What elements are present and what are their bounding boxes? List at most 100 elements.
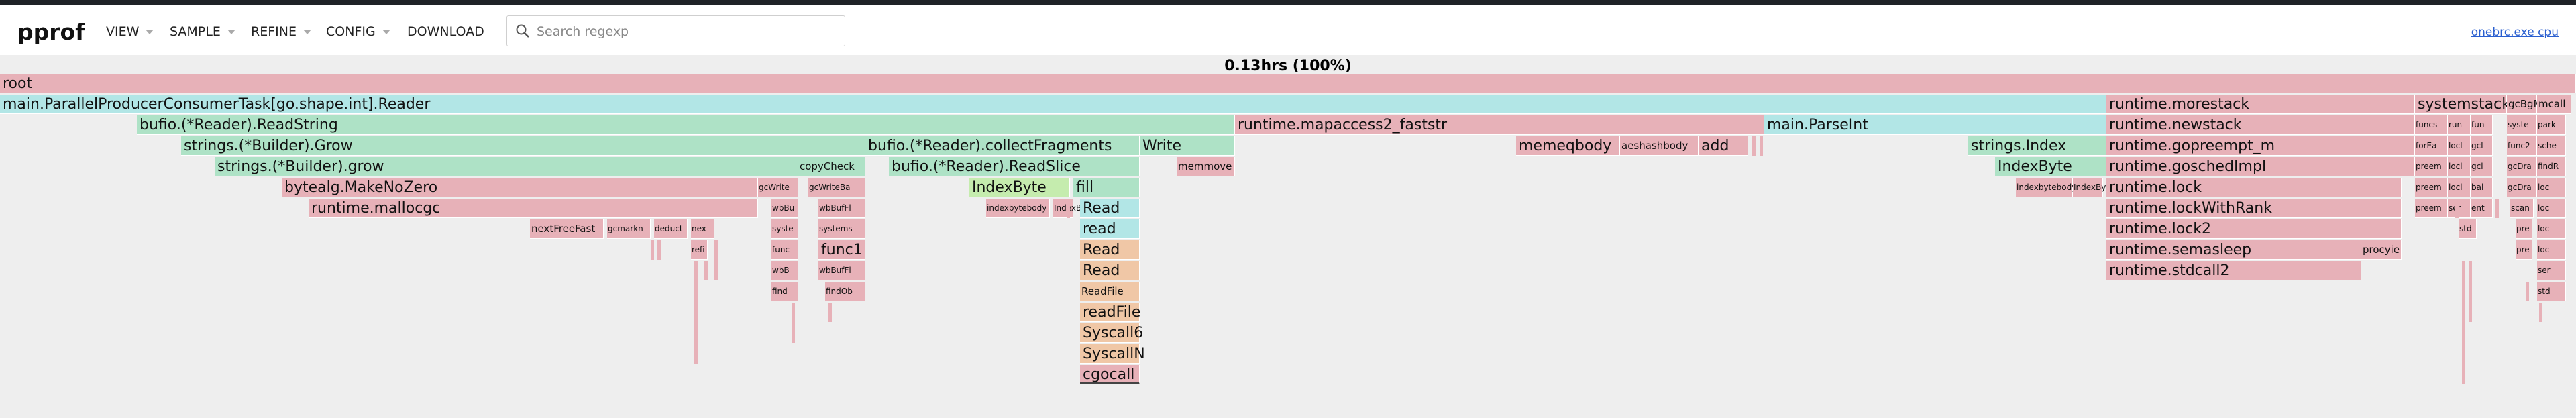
flame-frame[interactable]: ser [2448,199,2471,218]
flame-frame[interactable]: preem [2415,199,2448,218]
flame-frame[interactable]: pre [2516,219,2532,239]
menu-refine[interactable]: REFINE [251,24,311,39]
flame-frame[interactable]: fill [1073,178,1140,197]
flame-frame[interactable]: bal [2471,178,2493,197]
flame-frame[interactable]: indexbytebody [2016,178,2076,197]
flame-frame[interactable]: IndexB [1053,199,1081,218]
flame-frame[interactable]: locl [2448,136,2471,156]
flame-frame[interactable]: funcs [2415,115,2448,135]
search-box[interactable] [506,15,845,46]
flame-frame[interactable]: scan [2510,199,2534,218]
flame-frame[interactable]: gcl [2471,157,2493,176]
flame-frame[interactable]: ReadFile [1080,282,1140,301]
flame-frame[interactable]: std [2459,219,2477,239]
flame-frame[interactable]: bufio.(*Reader).ReadSlice [889,157,1140,176]
flame-frame[interactable]: deduct [654,219,688,239]
flame-frame[interactable]: strings.(*Builder).grow [215,157,798,176]
flame-frame[interactable]: cgocall [1080,365,1140,384]
flame-frame[interactable]: runtime.goschedImpl [2106,157,2415,176]
flame-frame[interactable]: locl [2448,178,2471,197]
flame-frame[interactable]: runtime.morestack [2106,95,2415,114]
flame-frame[interactable]: wbB [771,261,798,280]
flame-frame[interactable]: gcWrite [758,178,798,197]
flame-frame[interactable]: runtime.mapaccess2_faststr [1235,115,1764,135]
flame-frame[interactable]: add [1699,136,1748,156]
flame-frame[interactable]: ser [2537,261,2566,280]
flame-frame[interactable]: copyCheck [798,157,865,176]
flame-frame[interactable]: IndexByte [1995,157,2106,176]
flame-frame[interactable]: syste [2507,115,2537,135]
flame-frame-sliver[interactable] [828,303,832,322]
menu-view[interactable]: VIEW [106,24,154,39]
flame-frame[interactable]: pre [2516,240,2532,260]
flame-frame[interactable]: preem [2415,178,2448,197]
flame-frame[interactable]: refi [691,240,708,260]
flame-frame[interactable]: root [0,74,2576,93]
flame-frame[interactable]: memmove [1177,157,1235,176]
flame-frame-sliver[interactable] [2455,199,2459,218]
flame-frame[interactable]: fun [2471,115,2493,135]
flame-frame[interactable]: readFile [1080,303,1140,322]
flame-frame[interactable]: Write [1140,136,1235,156]
flame-frame[interactable]: loc [2537,199,2566,218]
flame-frame[interactable]: read [1080,219,1140,239]
flame-frame[interactable]: indexbytebody [986,199,1050,218]
flame-frame-sliver[interactable] [2469,261,2472,322]
flame-frame[interactable]: IndexBy [2073,178,2106,197]
flame-frame[interactable]: runtime.semasleep [2106,240,2361,260]
flame-frame[interactable]: func2 [2507,136,2537,156]
flame-frame[interactable]: Syscall6 [1080,323,1143,343]
flame-frame[interactable]: sche [2537,136,2566,156]
flame-frame[interactable]: nex [691,219,714,239]
flame-frame[interactable]: find [771,282,798,301]
flame-frame[interactable]: run [2448,115,2471,135]
flame-frame[interactable]: runtime.lock2 [2106,219,2402,239]
flame-frame[interactable]: SyscallN [1080,344,1145,364]
flame-frame[interactable]: Read [1080,240,1140,260]
flame-frame[interactable]: findR [2537,157,2566,176]
flame-frame-sliver[interactable] [714,240,718,280]
flame-frame[interactable]: aeshashbody [1620,136,1699,156]
flame-frame[interactable]: loc [2537,240,2566,260]
flame-frame[interactable]: IndexByte [969,178,1070,197]
flame-frame[interactable]: mcall [2537,95,2571,114]
flame-frame-sliver[interactable] [1067,199,1070,218]
flame-frame[interactable]: strings.Index [1968,136,2106,156]
flame-frame[interactable]: bufio.(*Reader).collectFragments [865,136,1140,156]
flame-frame[interactable]: ent [2471,199,2493,218]
menu-sample[interactable]: SAMPLE [170,24,235,39]
flame-frame[interactable]: gcBgM [2507,95,2542,114]
flame-frame[interactable]: park [2537,115,2566,135]
flame-frame[interactable]: gcmarkn [607,219,651,239]
flame-frame-sliver[interactable] [2526,282,2529,301]
flame-frame-sliver[interactable] [2496,199,2499,218]
flame-frame[interactable]: gcDra [2507,157,2537,176]
flame-frame-sliver[interactable] [657,240,661,260]
menu-config[interactable]: CONFIG [326,24,390,39]
flame-frame[interactable]: gcl [2471,136,2493,156]
flame-frame[interactable]: nextFreeFast [530,219,604,239]
flame-frame[interactable]: gcWriteBa [808,178,865,197]
flame-frame[interactable]: Read [1080,199,1140,218]
flame-frame[interactable]: std [2537,282,2566,301]
flame-frame[interactable]: systemstack [2415,95,2510,114]
flame-frame[interactable]: bytealg.MakeNoZero [282,178,758,197]
flame-frame[interactable]: main.ParallelProducerConsumerTask[go.sha… [0,95,2106,114]
flame-frame[interactable]: runtime.stdcall2 [2106,261,2361,280]
flame-frame[interactable]: runtime.mallocgc [309,199,758,218]
flame-frame[interactable]: wbBufFl [818,261,865,280]
flame-frame-sliver[interactable] [792,303,795,343]
flame-frame[interactable]: runtime.gopreempt_m [2106,136,2415,156]
flame-frame[interactable]: gcDra [2507,178,2537,197]
flame-frame[interactable]: loc [2537,178,2566,197]
flame-frame[interactable]: forEa [2415,136,2448,156]
flame-frame[interactable]: runtime.lock [2106,178,2402,197]
flame-frame-sliver[interactable] [651,240,654,260]
flame-frame-sliver[interactable] [2539,303,2542,322]
menu-download[interactable]: DOWNLOAD [407,24,484,39]
flame-frame-sliver[interactable] [1752,136,1756,156]
flame-frame[interactable]: func1 [818,240,865,260]
flame-frame[interactable]: runtime.newstack [2106,115,2415,135]
flame-frame[interactable]: syste [771,219,798,239]
flame-frame[interactable]: Read [1080,261,1140,280]
